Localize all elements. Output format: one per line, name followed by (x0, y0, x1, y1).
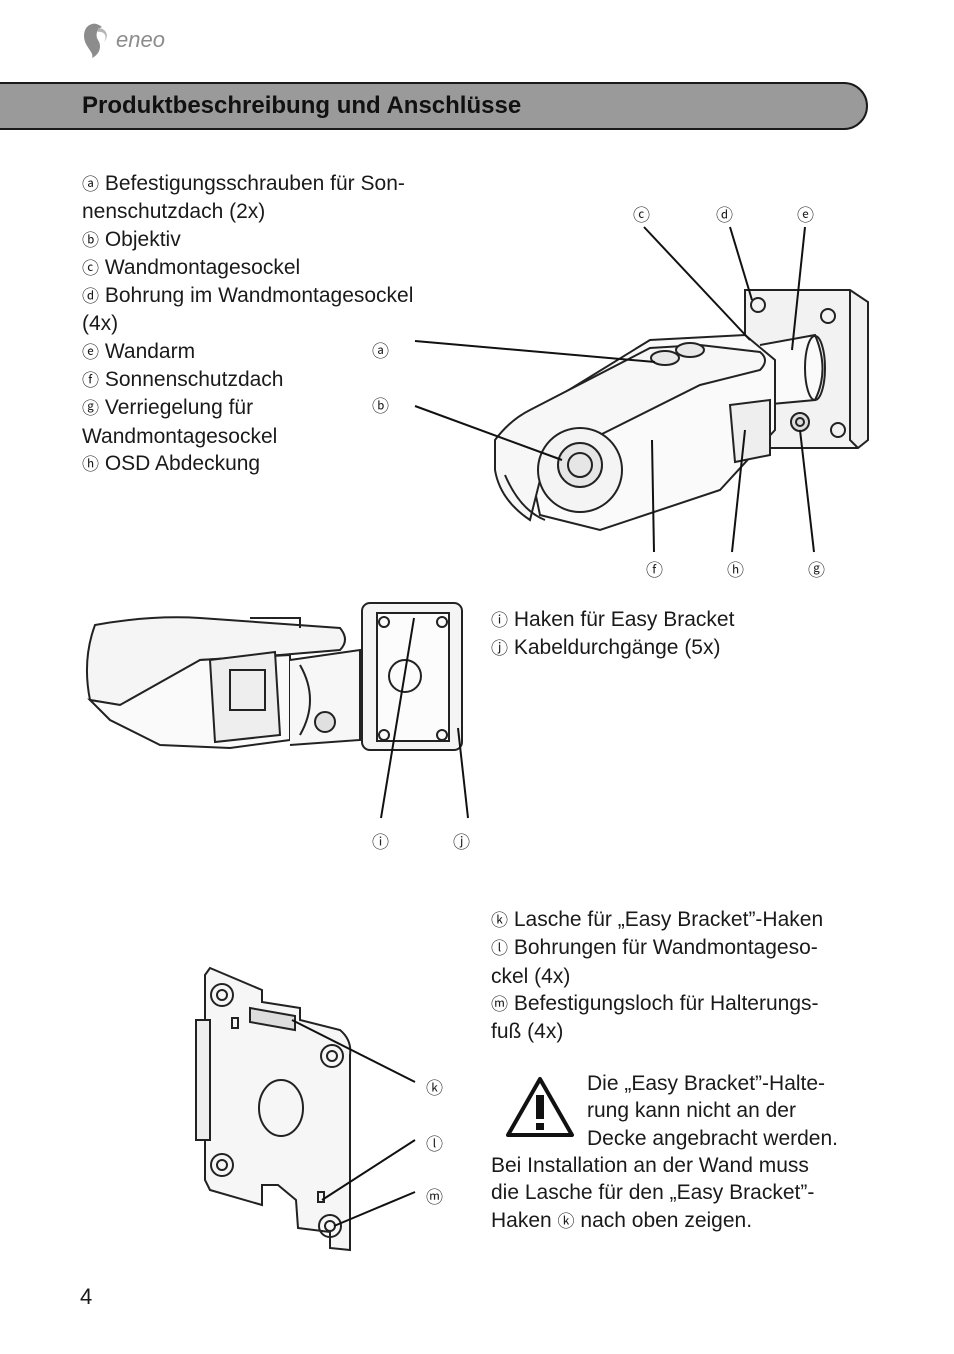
callout-h: ⓗ (727, 561, 744, 580)
list-item: ⓒ Wandmontagesockel (82, 255, 301, 279)
list-item: ⓘ Haken für Easy Bracket (491, 608, 735, 631)
list-item: ⓔ Wandarm (82, 339, 196, 363)
callout-g: ⓖ (808, 561, 825, 580)
warning-line: Haken ⓚ nach oben zeigen. (491, 1208, 753, 1232)
list-item: Wandmontagesockel (82, 424, 278, 448)
list-item: nenschutzdach (2x) (82, 200, 266, 224)
list-item: fuß (4x) (491, 1020, 564, 1044)
warning-line: rung kann nicht an der (587, 1099, 796, 1123)
list-item: ⓚ Lasche für „Easy Bracket”-Haken (491, 908, 824, 931)
section-header-bar (0, 82, 868, 130)
warning-line: Bei Installation an der Wand muss (491, 1154, 809, 1177)
list-item: (4x) (82, 312, 119, 336)
list-item: ⓗ OSD Abdeckung (82, 451, 261, 475)
logo-text: eneo (116, 27, 165, 52)
callout-c: ⓒ (633, 206, 650, 225)
warning-triangle-icon (506, 1077, 574, 1137)
easy-bracket-plate-illustration (195, 966, 416, 1252)
callout-f: ⓕ (646, 561, 663, 580)
list-item: ⓐ Befestigungsschrauben für Son- (82, 172, 405, 195)
camera-side-illustration (86, 602, 469, 819)
page-number: 4 (80, 1284, 93, 1309)
callout-i: ⓘ (372, 833, 389, 852)
callout-k: ⓚ (426, 1079, 443, 1098)
callout-e: ⓔ (797, 206, 814, 225)
list-item: ⓙ Kabeldurchgänge (5x) (491, 636, 721, 660)
list-item: ⓑ Objektiv (82, 227, 181, 251)
warning-text-full: Bei Installation an der Wand muss die La… (491, 1152, 881, 1235)
callout-a: ⓐ (372, 342, 389, 361)
warning-line: die Lasche für den „Easy Bracket”- (491, 1181, 815, 1205)
list-item: ckel (4x) (491, 964, 571, 988)
callout-l: ⓛ (426, 1135, 443, 1154)
list-item: ⓖ Verriegelung für (82, 396, 254, 420)
eneo-logo-mark: eneo (84, 23, 165, 58)
eneo-logo: eneo (80, 18, 190, 62)
list-item: ⓕ Sonnenschutzdach (82, 368, 284, 392)
warning-line: Decke angebracht werden. (587, 1126, 838, 1150)
callout-j: ⓙ (453, 833, 470, 852)
camera-bullet-illustration (414, 226, 869, 553)
section1-description: ⓐ Befestigungsschrauben für Son- nenschu… (82, 170, 472, 478)
list-item: ⓓ Bohrung im Wandmontagesockel (82, 284, 414, 308)
callout-b: ⓑ (372, 397, 389, 416)
list-item: ⓜ Befestigungsloch für Halterungs- (491, 991, 819, 1015)
callout-d: ⓓ (716, 206, 733, 225)
callout-m: ⓜ (426, 1188, 443, 1207)
page-title: Produktbeschreibung und Anschlüsse (82, 92, 522, 119)
section2-description: ⓘ Haken für Easy Bracket ⓙ Kabeldurchgän… (491, 606, 871, 663)
warning-text-beside-icon: Die „Easy Bracket”-Halte- rung kann nich… (587, 1070, 877, 1152)
list-item: ⓛ Bohrungen für Wandmontageso- (491, 936, 818, 960)
warning-line: Die „Easy Bracket”-Halte- (587, 1072, 826, 1095)
section3-description: ⓚ Lasche für „Easy Bracket”-Haken ⓛ Bohr… (491, 906, 881, 1045)
